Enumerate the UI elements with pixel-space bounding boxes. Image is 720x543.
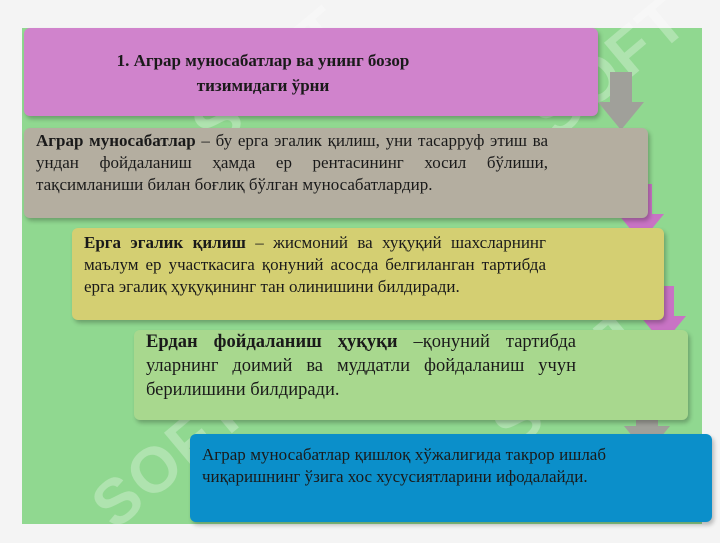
slide-title: 1. Аграр муносабатлар ва унинг бозор тиз… bbox=[24, 48, 502, 98]
title-line-2: тизимидаги ўрни bbox=[196, 76, 330, 95]
definition-term: Ерга эгалик қилиш bbox=[84, 233, 246, 252]
definition-text: Аграр муносабатлар – бу ерга эгалик қили… bbox=[36, 130, 548, 196]
definition-text: Ердан фойдаланиш ҳуқуқи –қонуний тартибд… bbox=[146, 330, 576, 402]
summary-box: Аграр муносабатлар қишлоқ хўжалигида так… bbox=[190, 434, 712, 522]
definition-text: Ерга эгалик қилиш – жисмоний ва хуқуқий … bbox=[84, 232, 546, 298]
down-arrow-icon bbox=[598, 72, 644, 130]
definition-body: – бу ерга эгалик қилиш, уни тасарруф эти… bbox=[36, 131, 548, 194]
summary-text: Аграр муносабатлар қишлоқ хўжалигида так… bbox=[202, 444, 606, 488]
definition-box-land-ownership: Ерга эгалик қилиш – жисмоний ва хуқуқий … bbox=[72, 228, 664, 320]
definition-body: –қонуний тартибда уларнинг доимий ва муд… bbox=[146, 332, 576, 400]
definition-box-agrarian-relations: Аграр муносабатлар – бу ерга эгалик қили… bbox=[24, 128, 648, 218]
definition-box-land-use-right: Ердан фойдаланиш ҳуқуқи –қонуний тартибд… bbox=[134, 330, 688, 420]
definition-term: Аграр муносабатлар bbox=[36, 131, 196, 150]
title-line-1: 1. Аграр муносабатлар ва унинг бозор bbox=[116, 51, 410, 70]
title-box: 1. Аграр муносабатлар ва унинг бозор тиз… bbox=[24, 28, 598, 116]
summary-body: Аграр муносабатлар қишлоқ хўжалигида так… bbox=[202, 445, 606, 486]
definition-term: Ердан фойдаланиш ҳуқуқи bbox=[146, 332, 398, 352]
definition-body: – жисмоний ва хуқуқий шахсларнинг маълум… bbox=[84, 233, 546, 296]
